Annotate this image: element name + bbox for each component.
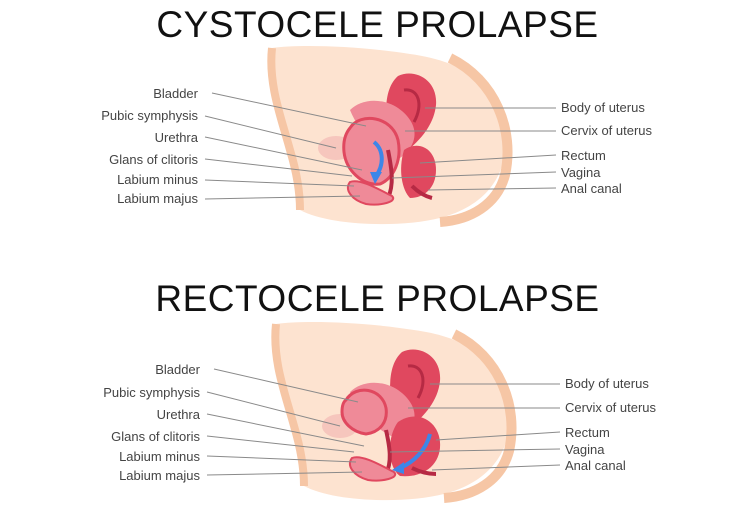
abdomen-outline <box>271 323 308 487</box>
label-glans-of-clitoris: Glans of clitoris <box>111 429 200 444</box>
label-pubic-symphysis: Pubic symphysis <box>101 108 198 123</box>
label-urethra: Urethra <box>154 130 198 145</box>
bladder <box>342 117 401 186</box>
label-labium-minus: Labium minus <box>117 172 198 187</box>
rectum <box>401 145 436 198</box>
label-vagina: Vagina <box>565 442 605 457</box>
bladder <box>340 388 388 436</box>
left-leader-lines <box>206 368 365 476</box>
rectocele-panel: RECTOCELE PROLAPSE <box>0 272 755 527</box>
uterus-cavity <box>403 88 421 123</box>
right-leader-lines <box>389 383 561 471</box>
rectum <box>389 416 441 477</box>
label-body-of-uterus: Body of uterus <box>561 100 645 115</box>
abdomen-outline <box>267 47 304 211</box>
buttock-outline <box>439 53 513 227</box>
label-pubic-symphysis: Pubic symphysis <box>103 385 200 400</box>
prolapse-arrowhead <box>392 462 404 474</box>
labia <box>349 456 397 482</box>
label-urethra: Urethra <box>156 407 200 422</box>
label-labium-minus: Labium minus <box>119 449 200 464</box>
cystocele-panel: CYSTOCELE PROLAPSE <box>0 0 755 255</box>
rectocele-anatomy-illustration <box>206 322 561 503</box>
cystocele-anatomy-illustration <box>204 46 557 227</box>
anal-canal <box>410 184 433 200</box>
label-vagina: Vagina <box>561 165 601 180</box>
label-glans-of-clitoris: Glans of clitoris <box>109 152 198 167</box>
label-labium-majus: Labium majus <box>117 191 198 206</box>
label-cervix-of-uterus: Cervix of uterus <box>565 400 657 415</box>
left-leader-lines <box>204 92 367 200</box>
label-bladder: Bladder <box>155 362 200 377</box>
right-leader-lines <box>391 107 557 191</box>
uterus-cavity <box>407 364 425 399</box>
anal-canal <box>411 466 437 476</box>
label-anal-canal: Anal canal <box>565 458 626 473</box>
label-cervix-of-uterus: Cervix of uterus <box>561 123 653 138</box>
label-rectum: Rectum <box>565 425 610 440</box>
panel-title: RECTOCELE PROLAPSE <box>155 278 600 319</box>
labia <box>347 180 395 206</box>
label-bladder: Bladder <box>153 86 198 101</box>
panel-title: CYSTOCELE PROLAPSE <box>156 4 599 45</box>
prolapse-arrowhead <box>370 172 382 184</box>
label-body-of-uterus: Body of uterus <box>565 376 649 391</box>
label-labium-majus: Labium majus <box>119 468 200 483</box>
label-anal-canal: Anal canal <box>561 181 622 196</box>
buttock-outline <box>443 329 517 503</box>
label-rectum: Rectum <box>561 148 606 163</box>
